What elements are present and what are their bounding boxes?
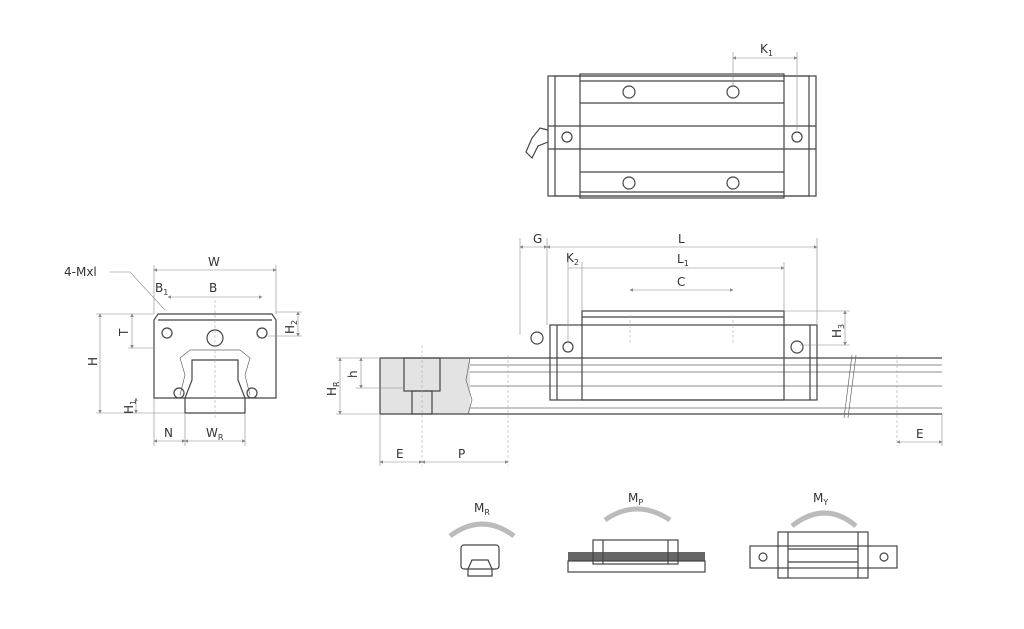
grease-nipple-icon (530, 331, 544, 345)
dim-wr-label: WR (206, 426, 224, 442)
dim-c-label: C (677, 275, 685, 289)
side-view: G L K2 L1 C H3 HR h E P E (325, 232, 943, 466)
dim-w-label: W (208, 255, 220, 269)
dim-h-small-label: h (346, 370, 360, 378)
moment-pitch-figure: MP (567, 491, 706, 573)
top-view: K1 (525, 42, 817, 199)
moment-roll-figure: MR (448, 501, 516, 577)
moment-mp-label: MP (628, 491, 643, 507)
dim-hr-label: HR (325, 381, 341, 396)
dim-l1-label: L1 (677, 252, 689, 268)
dim-e-left-label: E (396, 447, 404, 461)
grease-nipple-icon (525, 127, 549, 160)
dim-k1-label: K1 (760, 42, 773, 58)
dim-p-label: P (458, 447, 465, 461)
mxl-label: 4-Mxl (64, 265, 97, 279)
dim-l-label: L (678, 232, 685, 246)
dim-h-label: H (86, 357, 100, 366)
moment-mr-label: MR (474, 501, 490, 517)
moment-yaw-figure: MY (749, 491, 898, 579)
dim-e-right-label: E (916, 427, 924, 441)
bolt-hole-icon (561, 85, 803, 190)
moment-my-label: MY (813, 491, 828, 507)
dim-h2-label: H2 (283, 320, 299, 334)
front-view: W B B1 4-Mxl H T H2 H1 N WR (64, 255, 302, 446)
dim-b-label: B (209, 281, 217, 295)
dim-t-label: T (117, 328, 131, 337)
dim-n-label: N (164, 426, 173, 440)
dim-k2-label: K2 (566, 251, 579, 267)
dim-g-label: G (533, 232, 542, 246)
dim-h3-label: H3 (830, 324, 846, 338)
dim-b1-label: B1 (155, 281, 168, 297)
dim-h1-label: H1 (122, 400, 138, 414)
